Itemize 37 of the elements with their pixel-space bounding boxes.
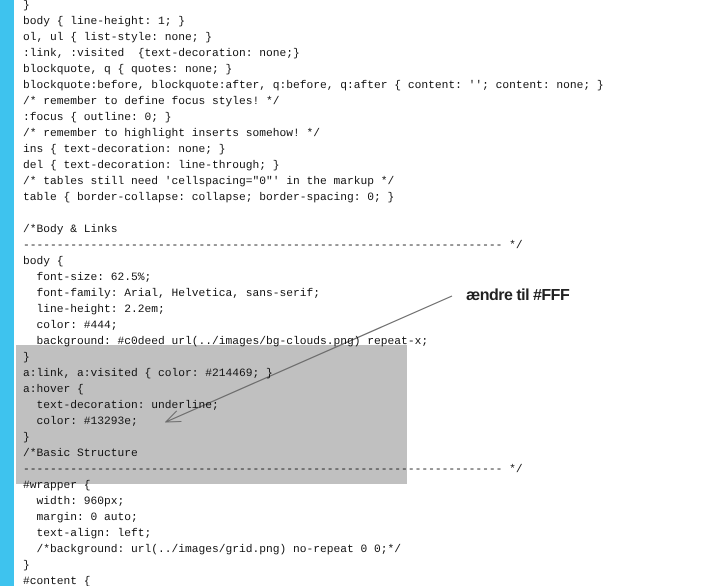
code-line: /* remember to highlight inserts somehow! */	[23, 126, 320, 142]
code-line: text-decoration: underline;	[36, 398, 219, 414]
code-line: font-size: 62.5%;	[36, 270, 152, 286]
code-line: /* tables still need 'cellspacing="0"' in the markup */	[23, 174, 394, 190]
code-line: /*background: url(../images/grid.png) no-repeat 0 0;*/	[36, 542, 402, 558]
code-line: }	[23, 430, 30, 446]
code-line: table { border-collapse: collapse; border-spacing: 0; }	[23, 190, 394, 206]
code-line: }	[23, 350, 30, 366]
code-line: blockquote:before, blockquote:after, q:before, q:after { content: ''; content: none; }	[23, 78, 604, 94]
code-line: color: #13293e;	[23, 414, 166, 430]
code-line: font-family: Arial, Helvetica, sans-serif;	[36, 286, 320, 302]
code-line: #wrapper {	[23, 478, 91, 494]
code-line: text-align: left;	[36, 526, 152, 542]
code-line: color: #444;	[36, 318, 118, 334]
code-line: :link, :visited {text-decoration: none;}	[23, 46, 300, 62]
code-line: blockquote, q { quotes: none; }	[23, 62, 232, 78]
code-line: margin: 0 auto;	[36, 510, 138, 526]
code-line: #content {	[23, 574, 91, 586]
code-line: line-height: 2.2em;	[36, 302, 165, 318]
code-line: /* remember to define focus styles! */	[23, 94, 280, 110]
code-line: a:hover {	[23, 382, 84, 398]
code-line: }	[23, 558, 30, 574]
code-line: body {	[23, 254, 64, 270]
code-line: ol, ul { list-style: none; }	[23, 30, 212, 46]
leader-arrow	[165, 295, 452, 423]
code-line: ----------------------------------------------------------------------- */	[23, 238, 523, 254]
code-line: width: 960px;	[36, 494, 124, 510]
code-line: a:link, a:visited { color: #214469; }	[23, 366, 273, 382]
code-line: }	[23, 0, 30, 14]
code-line: :focus { outline: 0; }	[23, 110, 172, 126]
code-line: del { text-decoration: line-through; }	[23, 158, 280, 174]
annotation-text: ændre til #FFF	[452, 284, 570, 308]
code-line: ins { text-decoration: none; }	[23, 142, 226, 158]
code-line: body { line-height: 1; }	[23, 14, 186, 30]
code-line: /*Basic Structure	[23, 446, 138, 462]
code-line: ----------------------------------------------------------------------- */	[23, 462, 523, 478]
code-line: /*Body & Links	[23, 222, 118, 238]
